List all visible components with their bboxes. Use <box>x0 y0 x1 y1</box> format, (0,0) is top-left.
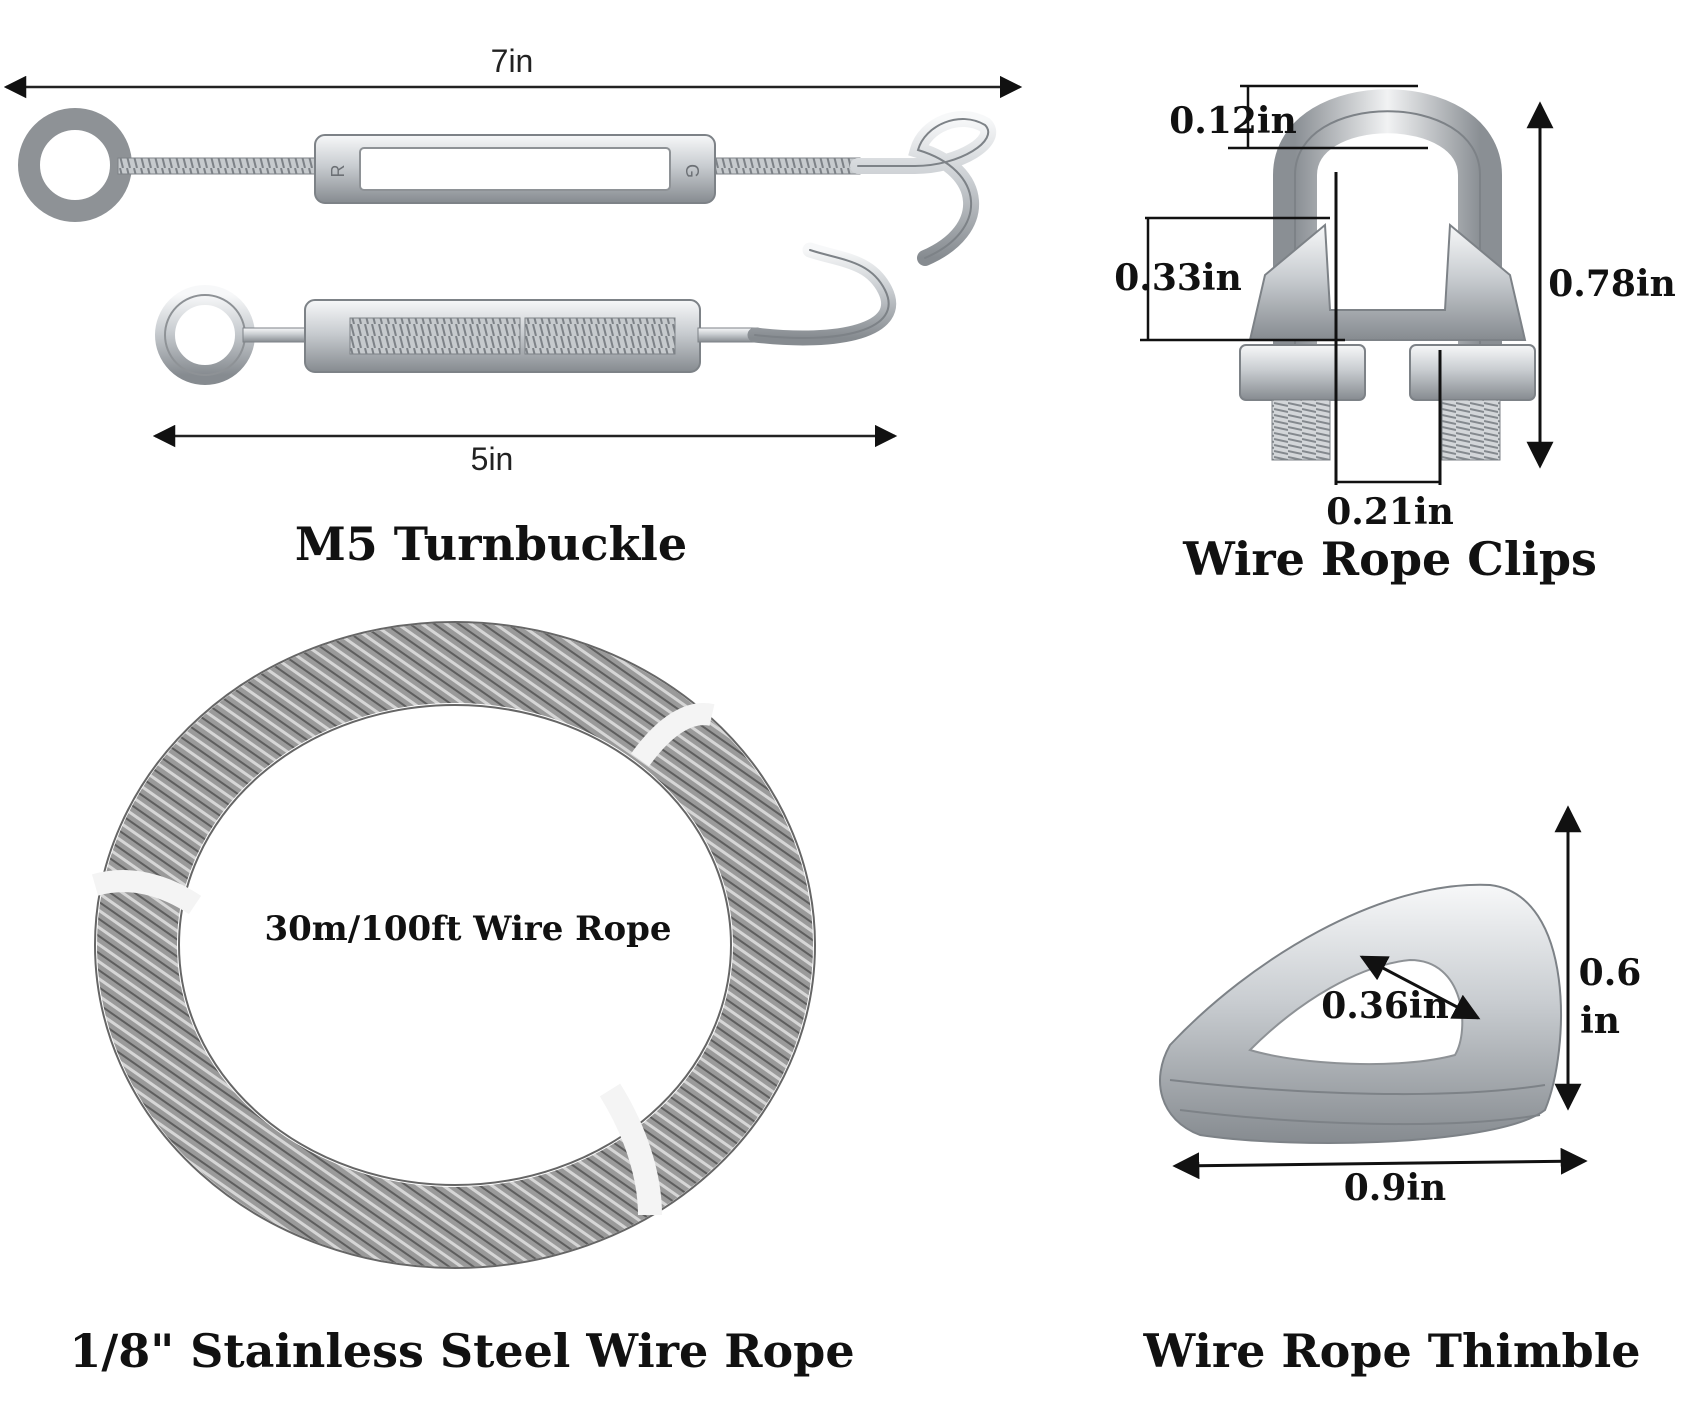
clip-title: Wire Rope Clips <box>1182 532 1597 586</box>
wire-rope-thimble-section: 0.36in 0.6 in 0.9in Wire Rope Thimble <box>1143 805 1642 1378</box>
clip-nut-left <box>1239 344 1366 401</box>
clip-dim-top: 0.12in <box>1169 100 1297 142</box>
wire-rope-coil-section: 30m/100ft Wire Rope 1/8" Stainless Steel… <box>69 621 855 1378</box>
body-mark-g: G <box>682 164 702 178</box>
dim-7in-label: 7in <box>491 43 534 79</box>
thimble-inner-arrow <box>1359 955 1481 1020</box>
thimble-dim-inner: 0.36in <box>1321 985 1449 1027</box>
cable-tie-bottom <box>599 1083 662 1216</box>
thimble-width-arrow <box>1172 1147 1588 1180</box>
cable-tie-top <box>631 703 715 767</box>
clip-dim-left: 0.33in <box>1114 257 1242 299</box>
rope-title: 1/8" Stainless Steel Wire Rope <box>69 1324 854 1378</box>
clip-dim-right: 0.78in <box>1548 263 1676 305</box>
turnbuckle-title: M5 Turnbuckle <box>295 517 687 571</box>
thimble-dim-height-2: in <box>1580 1000 1620 1042</box>
rope-coil <box>97 623 813 1267</box>
thimble-title: Wire Rope Thimble <box>1143 1324 1641 1378</box>
turnbuckle-small <box>155 242 897 385</box>
turnbuckle-section: 7in R G <box>3 43 1023 571</box>
thimble-dim-height-1: 0.6 <box>1579 952 1642 994</box>
clip-dim-bottom: 0.21in <box>1326 491 1454 533</box>
rope-center-label: 30m/100ft Wire Rope <box>264 909 671 949</box>
dim-5in-label: 5in <box>471 441 514 477</box>
wire-rope-clip-section: 0.12in 0.33in 0.78in 0.21in Wire Rope Cl… <box>1114 84 1676 586</box>
clip-nut-right <box>1409 344 1536 401</box>
body-mark-r: R <box>328 165 348 178</box>
cable-tie-left <box>91 870 202 915</box>
turnbuckle-large: R G <box>18 108 997 266</box>
thimble-dim-width: 0.9in <box>1344 1167 1446 1209</box>
